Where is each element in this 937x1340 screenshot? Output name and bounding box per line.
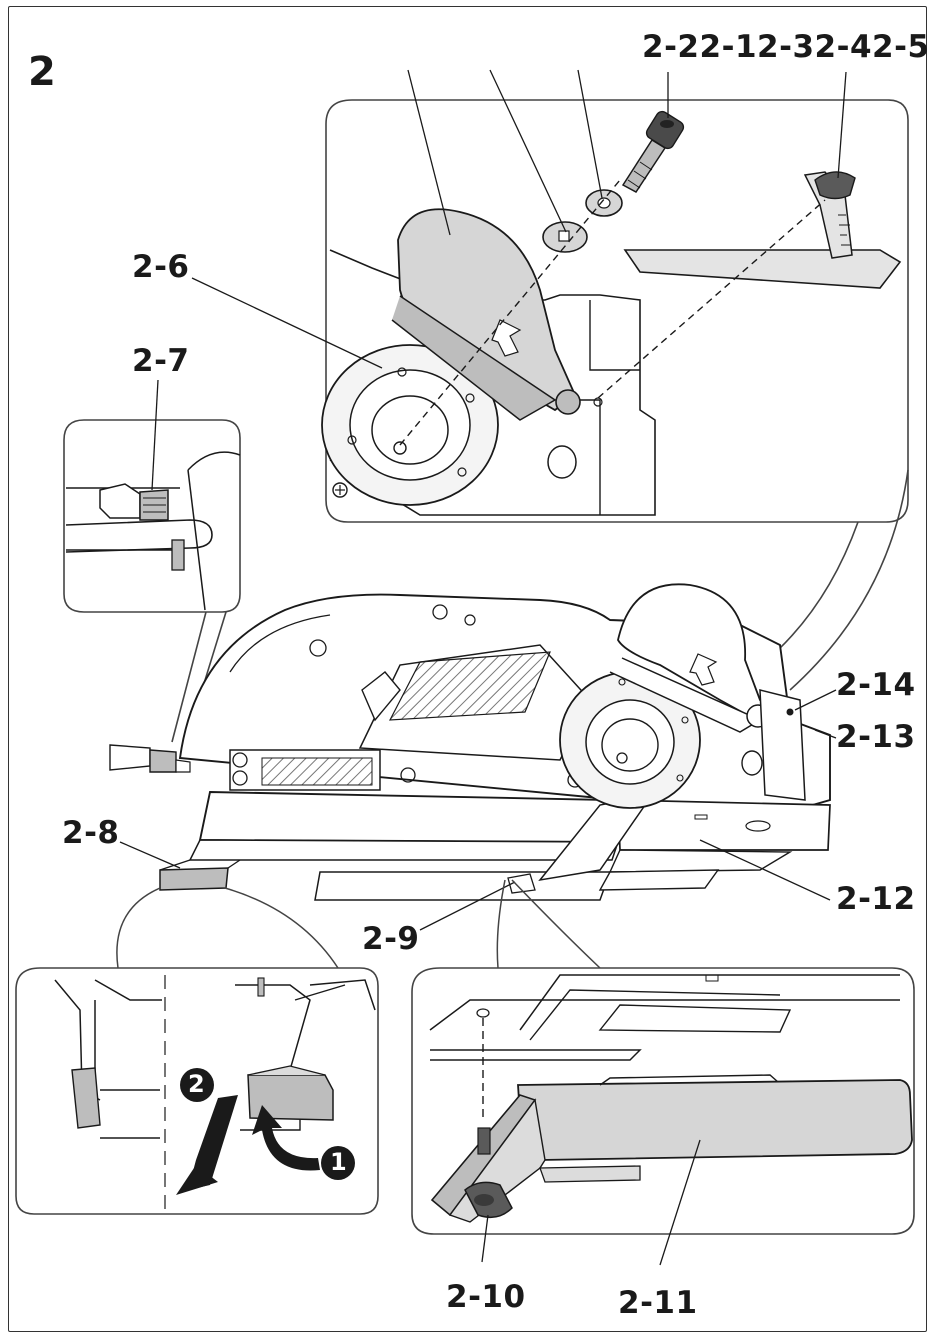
detail-panel-guide-shoe [411, 967, 915, 1235]
callout-2-10: 2-10 [446, 1279, 526, 1315]
callout-2-9: 2-9 [362, 921, 420, 957]
detail-panel-top [321, 69, 909, 523]
callout-2-13: 2-13 [836, 719, 916, 755]
parallel-guide [623, 171, 902, 289]
hex-socket-bolt [621, 110, 685, 193]
step-marker-2 [180, 1068, 214, 1102]
callout-2-1-to-2-5: 2-22-12-32-42-5 [642, 29, 930, 65]
step-marker-2-label: 2 [188, 1070, 206, 1098]
flat-washer [542, 221, 588, 253]
planer-main-body [109, 583, 831, 901]
callout-2-14: 2-14 [836, 667, 916, 703]
belt-cover-plate [391, 208, 581, 421]
step-marker-1-label: 1 [330, 1148, 348, 1176]
figure-frame [8, 6, 927, 1332]
callout-2-11: 2-11 [618, 1285, 698, 1321]
callout-2-8: 2-8 [62, 815, 120, 851]
spring-washer [585, 189, 623, 217]
callout-2-7: 2-7 [132, 343, 190, 379]
step-marker-1 [321, 1146, 355, 1180]
callout-2-6: 2-6 [132, 249, 190, 285]
callout-2-12: 2-12 [836, 881, 916, 917]
figure-number: 2 [28, 49, 57, 95]
detail-panel-adjust-screw [63, 379, 241, 613]
